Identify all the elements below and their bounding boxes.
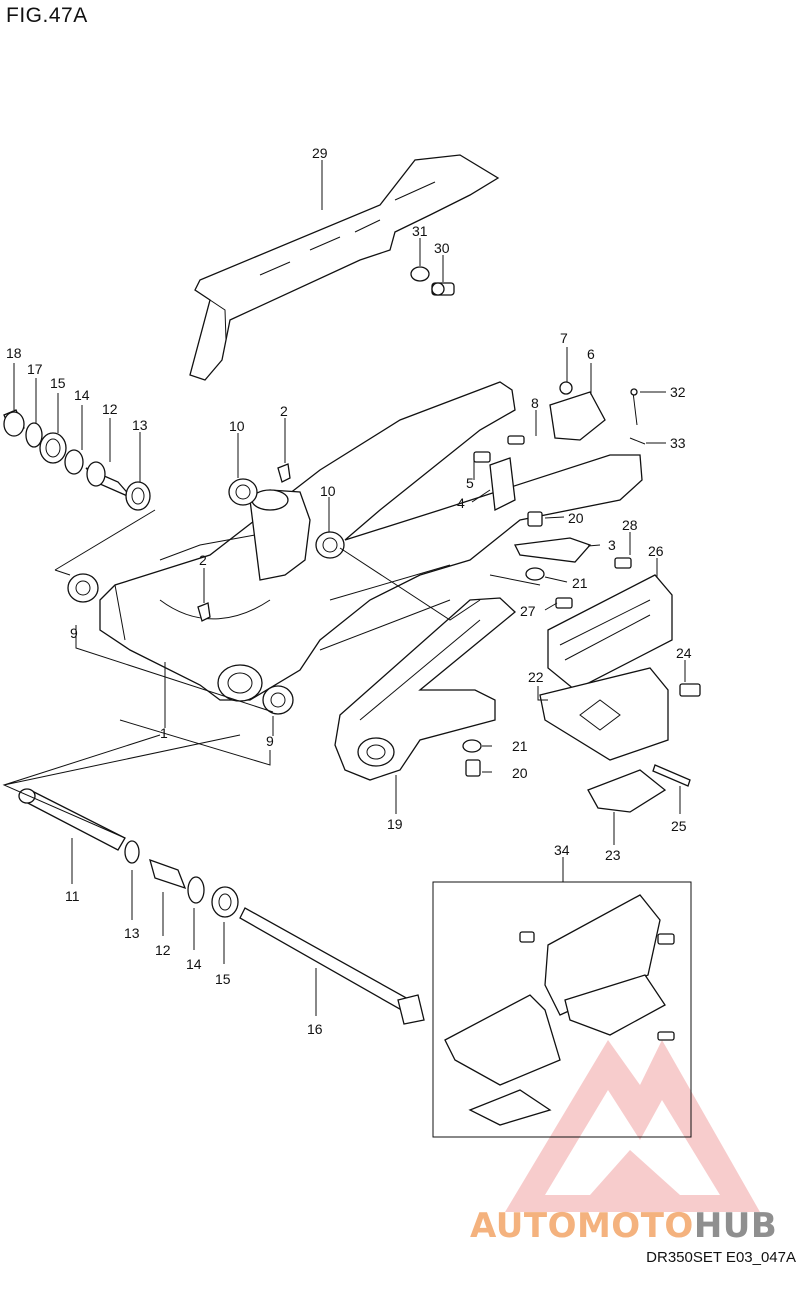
callout-4: 4 [457, 495, 465, 511]
callout-11: 11 [65, 888, 80, 904]
callout-12-right: 12 [155, 942, 171, 958]
callout-6: 6 [587, 346, 595, 362]
chain-guide-26 [547, 574, 673, 691]
callout-15-right: 15 [215, 971, 231, 987]
callout-3: 3 [608, 537, 616, 553]
callout-15-left: 15 [50, 375, 66, 391]
callout-1: 1 [160, 725, 168, 741]
callout-17: 17 [27, 361, 43, 377]
bolt-20-lower [465, 759, 481, 777]
watermark-part1: AUTOMOTO [470, 1206, 694, 1246]
pin-32 [630, 388, 638, 426]
callout-2-upper: 2 [280, 403, 288, 419]
callout-14-left: 14 [74, 387, 90, 403]
bolt-24 [679, 683, 701, 697]
bolt-27 [555, 597, 573, 609]
watermark-text: AUTOMOTOHUB [470, 1206, 777, 1246]
leader-lines [2, 160, 686, 1016]
callout-9-left: 9 [70, 625, 78, 641]
bracket-4 [489, 457, 516, 511]
callout-12-left: 12 [102, 401, 118, 417]
chain-guide-22 [539, 667, 669, 761]
bushing-10-lower [315, 531, 345, 559]
bolt-30 [431, 282, 455, 296]
bolt-20-upper [527, 511, 543, 527]
callout-22: 22 [528, 669, 544, 685]
callout-14-right: 14 [186, 956, 202, 972]
bolt-5 [473, 451, 491, 463]
grease-nipple-upper [277, 463, 291, 483]
callout-10-lower: 10 [320, 483, 336, 499]
guide-plate-23 [587, 769, 667, 813]
callout-9-right: 9 [266, 733, 274, 749]
callout-labels: 29 31 30 18 17 15 14 12 13 10 2 10 2 9 1… [6, 145, 692, 1037]
watermark-part2: HUB [693, 1206, 778, 1246]
callout-31: 31 [412, 223, 428, 239]
callout-5: 5 [466, 475, 474, 491]
bracket-3 [514, 537, 592, 563]
callout-8: 8 [531, 395, 539, 411]
nut-21-lower [462, 739, 482, 753]
callout-2-lower: 2 [199, 552, 207, 568]
figure-footer-code: DR350SET E03_047A [646, 1249, 796, 1266]
callout-32: 32 [670, 384, 686, 400]
pivot-shaft-16 [239, 907, 425, 1025]
left-bushing-stack [3, 409, 151, 511]
callout-21-upper: 21 [572, 575, 588, 591]
nut-21-upper [525, 567, 545, 581]
callout-21-lower: 21 [512, 738, 528, 754]
callout-20-lower: 20 [512, 765, 528, 781]
callout-20-upper: 20 [568, 510, 584, 526]
callout-19: 19 [387, 816, 403, 832]
callout-13-left: 13 [132, 417, 148, 433]
bolt-8 [507, 435, 525, 445]
right-bushing-stack [124, 840, 239, 918]
grease-nipple-lower [197, 602, 211, 622]
callout-30: 30 [434, 240, 450, 256]
callout-16: 16 [307, 1021, 323, 1037]
chain-guard [189, 154, 500, 381]
clip-33 [629, 437, 646, 445]
callout-23: 23 [605, 847, 621, 863]
bushing-10-upper [228, 478, 258, 506]
bracket-6 [549, 391, 606, 441]
callout-27: 27 [520, 603, 536, 619]
washer-31 [410, 266, 430, 282]
callout-28: 28 [622, 517, 638, 533]
callout-34: 34 [554, 842, 570, 858]
chain-buffer [334, 597, 516, 781]
callout-24: 24 [676, 645, 692, 661]
bushing-9-left [67, 573, 99, 603]
inset-box-34 [432, 881, 692, 1138]
bushing-9-right [262, 685, 294, 715]
callout-26: 26 [648, 543, 664, 559]
bolt-28 [614, 557, 632, 569]
callout-33: 33 [670, 435, 686, 451]
figure-title: FIG.47A [6, 4, 88, 27]
callout-29: 29 [312, 145, 328, 161]
bolt-25 [652, 764, 691, 787]
swingarm [99, 381, 643, 702]
callout-13-right: 13 [124, 925, 140, 941]
watermark-logo [505, 1040, 760, 1212]
callout-10-upper: 10 [229, 418, 245, 434]
callout-18: 18 [6, 345, 22, 361]
callout-7: 7 [560, 330, 568, 346]
bolt-7 [559, 381, 573, 395]
callout-25: 25 [671, 818, 687, 834]
